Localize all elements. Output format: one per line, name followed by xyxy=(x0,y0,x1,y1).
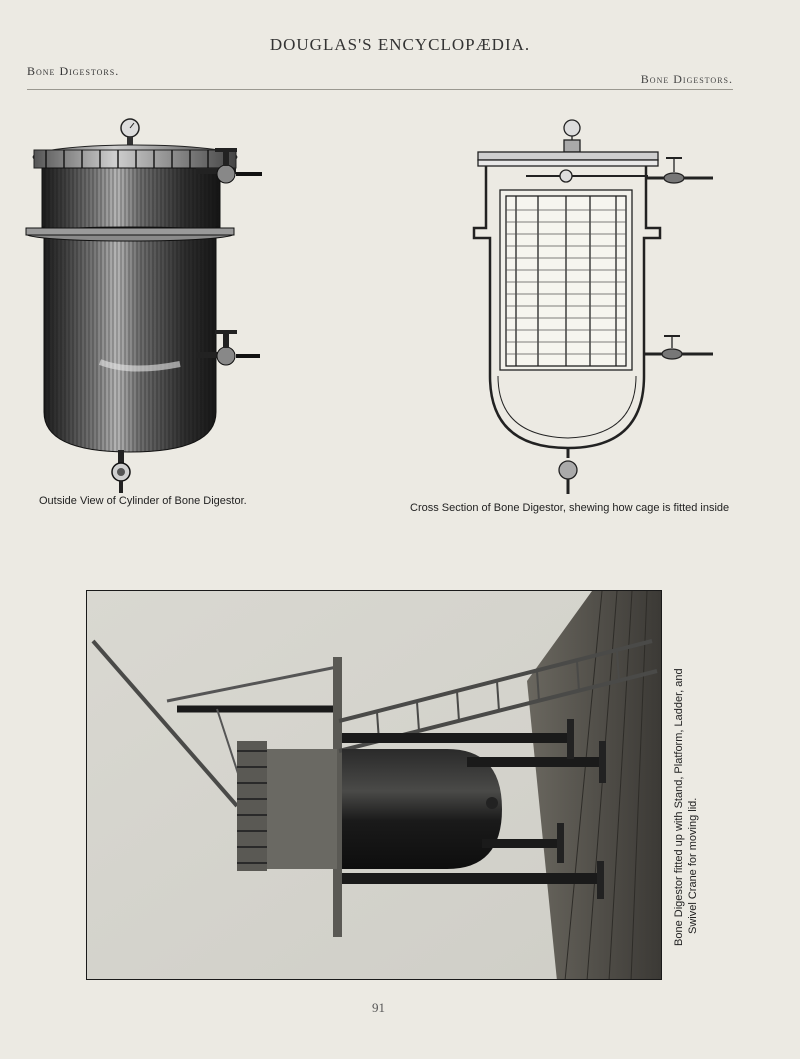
running-title: DOUGLAS'S ENCYCLOPÆDIA. xyxy=(269,35,531,54)
cross-section-caption: Cross Section of Bone Digestor, shewing … xyxy=(410,502,730,514)
photo-caption-line-2: Swivel Crane for moving lid. xyxy=(687,797,699,934)
section-heading-right: Bone Digestors. xyxy=(640,72,733,86)
cross-section-illustration xyxy=(468,118,718,498)
photo-caption-line-1: Bone Digestor fitted up with Stand, Plat… xyxy=(673,668,685,946)
outside-view-illustration xyxy=(20,112,270,497)
digestor-photograph xyxy=(86,590,662,980)
outside-view-caption: Outside View of Cylinder of Bone Digesto… xyxy=(39,495,247,507)
photo-caption: Bone Digestor fitted up with Stand, Plat… xyxy=(672,626,700,946)
section-heading-left: Bone Digestors. xyxy=(27,64,120,78)
header-rule xyxy=(27,89,733,90)
page-number: 91 xyxy=(372,1000,385,1015)
